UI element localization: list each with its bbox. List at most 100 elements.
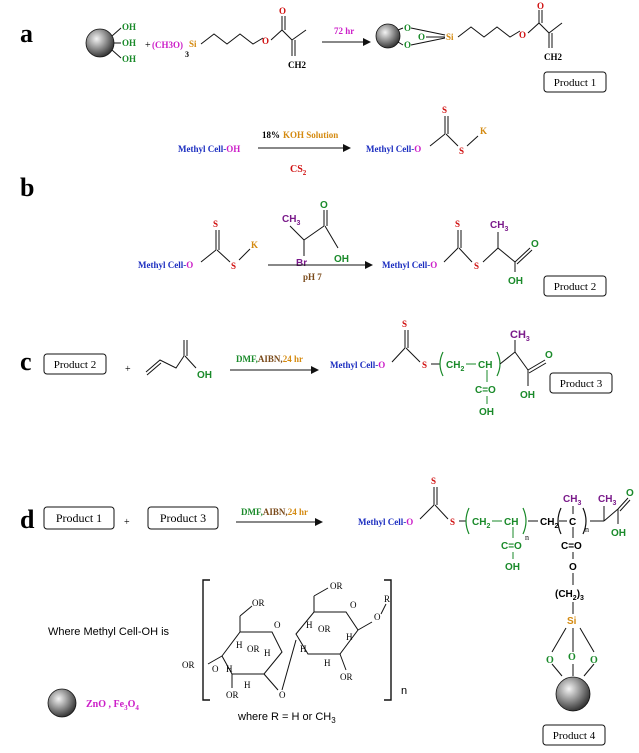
r-label: R <box>384 594 390 604</box>
cs2-reagent-label: CS2 <box>290 164 307 177</box>
methyl-cellulose-legend: Where Methyl Cell-OH is n OR O OR H H H … <box>48 579 407 725</box>
thioether-sulfur-label: S <box>450 517 455 527</box>
propyl-chain <box>200 33 264 45</box>
or-label: OR <box>252 598 265 608</box>
siloxane-oxygen-label: O <box>568 652 576 663</box>
thioether-sulfur-label: S <box>474 261 479 271</box>
nanoparticle-sphere-icon <box>375 23 401 49</box>
nanoparticle-sphere-icon <box>555 676 591 712</box>
siloxane-oxygen-label: O <box>404 40 411 50</box>
nanoparticle-sphere-icon <box>85 28 115 58</box>
h-label: H <box>300 644 307 654</box>
product-box <box>542 724 606 746</box>
methylene-label: CH2 <box>288 60 307 70</box>
methine-label: CH <box>478 360 492 371</box>
siloxane-bonds <box>551 627 595 677</box>
carbonyl-oxygen-label: O <box>537 1 544 11</box>
panel-b: b Methyl Cell-O S S K CH3 Br O OH pH 7 M… <box>20 173 607 297</box>
oh-label: OH <box>122 38 136 48</box>
thiolate-sulfur-label: S <box>459 146 464 156</box>
siloxane-oxygen-label: O <box>546 655 554 666</box>
ring-oxygen-label: O <box>212 664 219 674</box>
siloxane-oxygens: O O O <box>546 652 598 666</box>
subscript-label: 3 <box>185 50 189 59</box>
product-4-label: Product 4 <box>553 730 596 742</box>
siloxane-oxygen-label: O <box>418 32 425 42</box>
hydroxyl-bonds <box>111 27 122 59</box>
ring-oxygen-label: O <box>274 620 281 630</box>
product-box <box>147 506 219 530</box>
thione-sulfur-label: S <box>431 476 436 486</box>
oh-label: OH <box>122 54 136 64</box>
hydroxyl-label: OH <box>611 528 626 539</box>
silicon-label: Si <box>446 32 454 42</box>
repeat-bracket-right <box>522 507 527 535</box>
panel-label-d: d <box>20 505 35 534</box>
methyl-cell-oh-label: Methyl Cell-OH <box>178 144 240 154</box>
panel-label-a: a <box>20 19 33 48</box>
ester-oxygen-label: O <box>569 562 577 573</box>
repeat-count-label: n <box>525 533 529 542</box>
thione-sulfur-label: S <box>213 219 218 229</box>
carbonyl-oxygen-label: O <box>279 6 286 16</box>
methine-label: CH <box>504 517 518 528</box>
h-label: H <box>226 664 233 674</box>
hydroxyl-label: OH <box>479 407 494 418</box>
h-label: H <box>264 648 271 658</box>
methyl-label: CH3 <box>282 214 300 227</box>
methyl-label: CH3 <box>563 494 581 507</box>
hydroxyl-labels: OH OH OH <box>122 22 136 64</box>
product-1-label: Product 1 <box>554 77 596 89</box>
carbonyl-oxygen-label: O <box>531 239 539 250</box>
methylene-label: CH2 <box>446 360 464 373</box>
reactant-product-3-label: Product 3 <box>160 511 206 525</box>
siloxane-oxygen-label: O <box>590 655 598 666</box>
ring-oxygen-label: O <box>350 600 357 610</box>
xanthate-reactant-label: Methyl Cell-O <box>138 260 193 270</box>
h-label: H <box>346 632 353 642</box>
or-label: OR <box>340 672 353 682</box>
ester-carbonyl-label: C=O <box>561 541 582 552</box>
carbonyl-oxygen-label: O <box>626 488 634 499</box>
xanthate-product-label: Methyl Cell-O <box>366 144 421 154</box>
glucose-ring-left-labels: OR O OR H H H H OR OR O O <box>182 598 286 700</box>
nanoparticle-composition-label: ZnO , Fe3O4 <box>86 699 139 712</box>
repeat-bracket-left <box>465 507 470 535</box>
degree-of-polymerization-label: n <box>401 685 407 697</box>
glucose-ring-right-labels: OR O OR H H H H OR O R <box>300 581 390 682</box>
methyl-label: CH3 <box>598 494 616 507</box>
product-box <box>543 71 607 93</box>
xanthate-ester-label: Methyl Cell-O <box>382 260 437 270</box>
carbonyl-oxygen-label: O <box>545 350 553 361</box>
siloxane-oxygens: O O O <box>404 23 425 50</box>
h-label: H <box>236 640 243 650</box>
glycosidic-oxygen-label: O <box>374 612 381 622</box>
h-label: H <box>244 680 251 690</box>
ester-oxygen-label: O <box>262 36 269 46</box>
hydroxyl-label: OH <box>508 276 523 287</box>
carbonyl-oxygen-label: O <box>320 200 328 211</box>
reactant-product-2-label: Product 2 <box>54 359 96 371</box>
silicon-label: Si <box>567 616 577 627</box>
conditions-label: DMF,AIBN,24 hr <box>236 354 303 364</box>
propyl-chain <box>457 26 521 38</box>
product-3-label: Product 3 <box>560 378 603 390</box>
reaction-time-label: 72 hr <box>334 26 354 36</box>
or-label: OR <box>330 581 343 591</box>
or-label: OR <box>182 660 195 670</box>
potassium-label: K <box>251 240 258 250</box>
propyl-linker-label: (CH2)3 <box>555 589 584 602</box>
plus-sign: + <box>124 517 130 528</box>
reactant-product-1-label: Product 1 <box>56 511 102 525</box>
methylene-label: CH2 <box>472 517 490 530</box>
polymer-bracket-left <box>202 579 210 701</box>
or-label: OR <box>318 624 331 634</box>
methoxy-group-label: (CH3O) <box>152 40 183 50</box>
quaternary-carbon-label: C <box>569 517 576 528</box>
panel-a: a OH OH OH + (CH3O) Si 3 O O CH2 72 hr <box>20 1 607 93</box>
glucose-ring-left <box>207 605 283 691</box>
h-label: H <box>324 658 331 668</box>
panel-d: d Product 1 + Product 3 DMF,AIBN,24 hr M… <box>20 476 634 746</box>
repeat-bracket-left <box>439 351 444 377</box>
glucose-ring-right <box>281 587 373 691</box>
